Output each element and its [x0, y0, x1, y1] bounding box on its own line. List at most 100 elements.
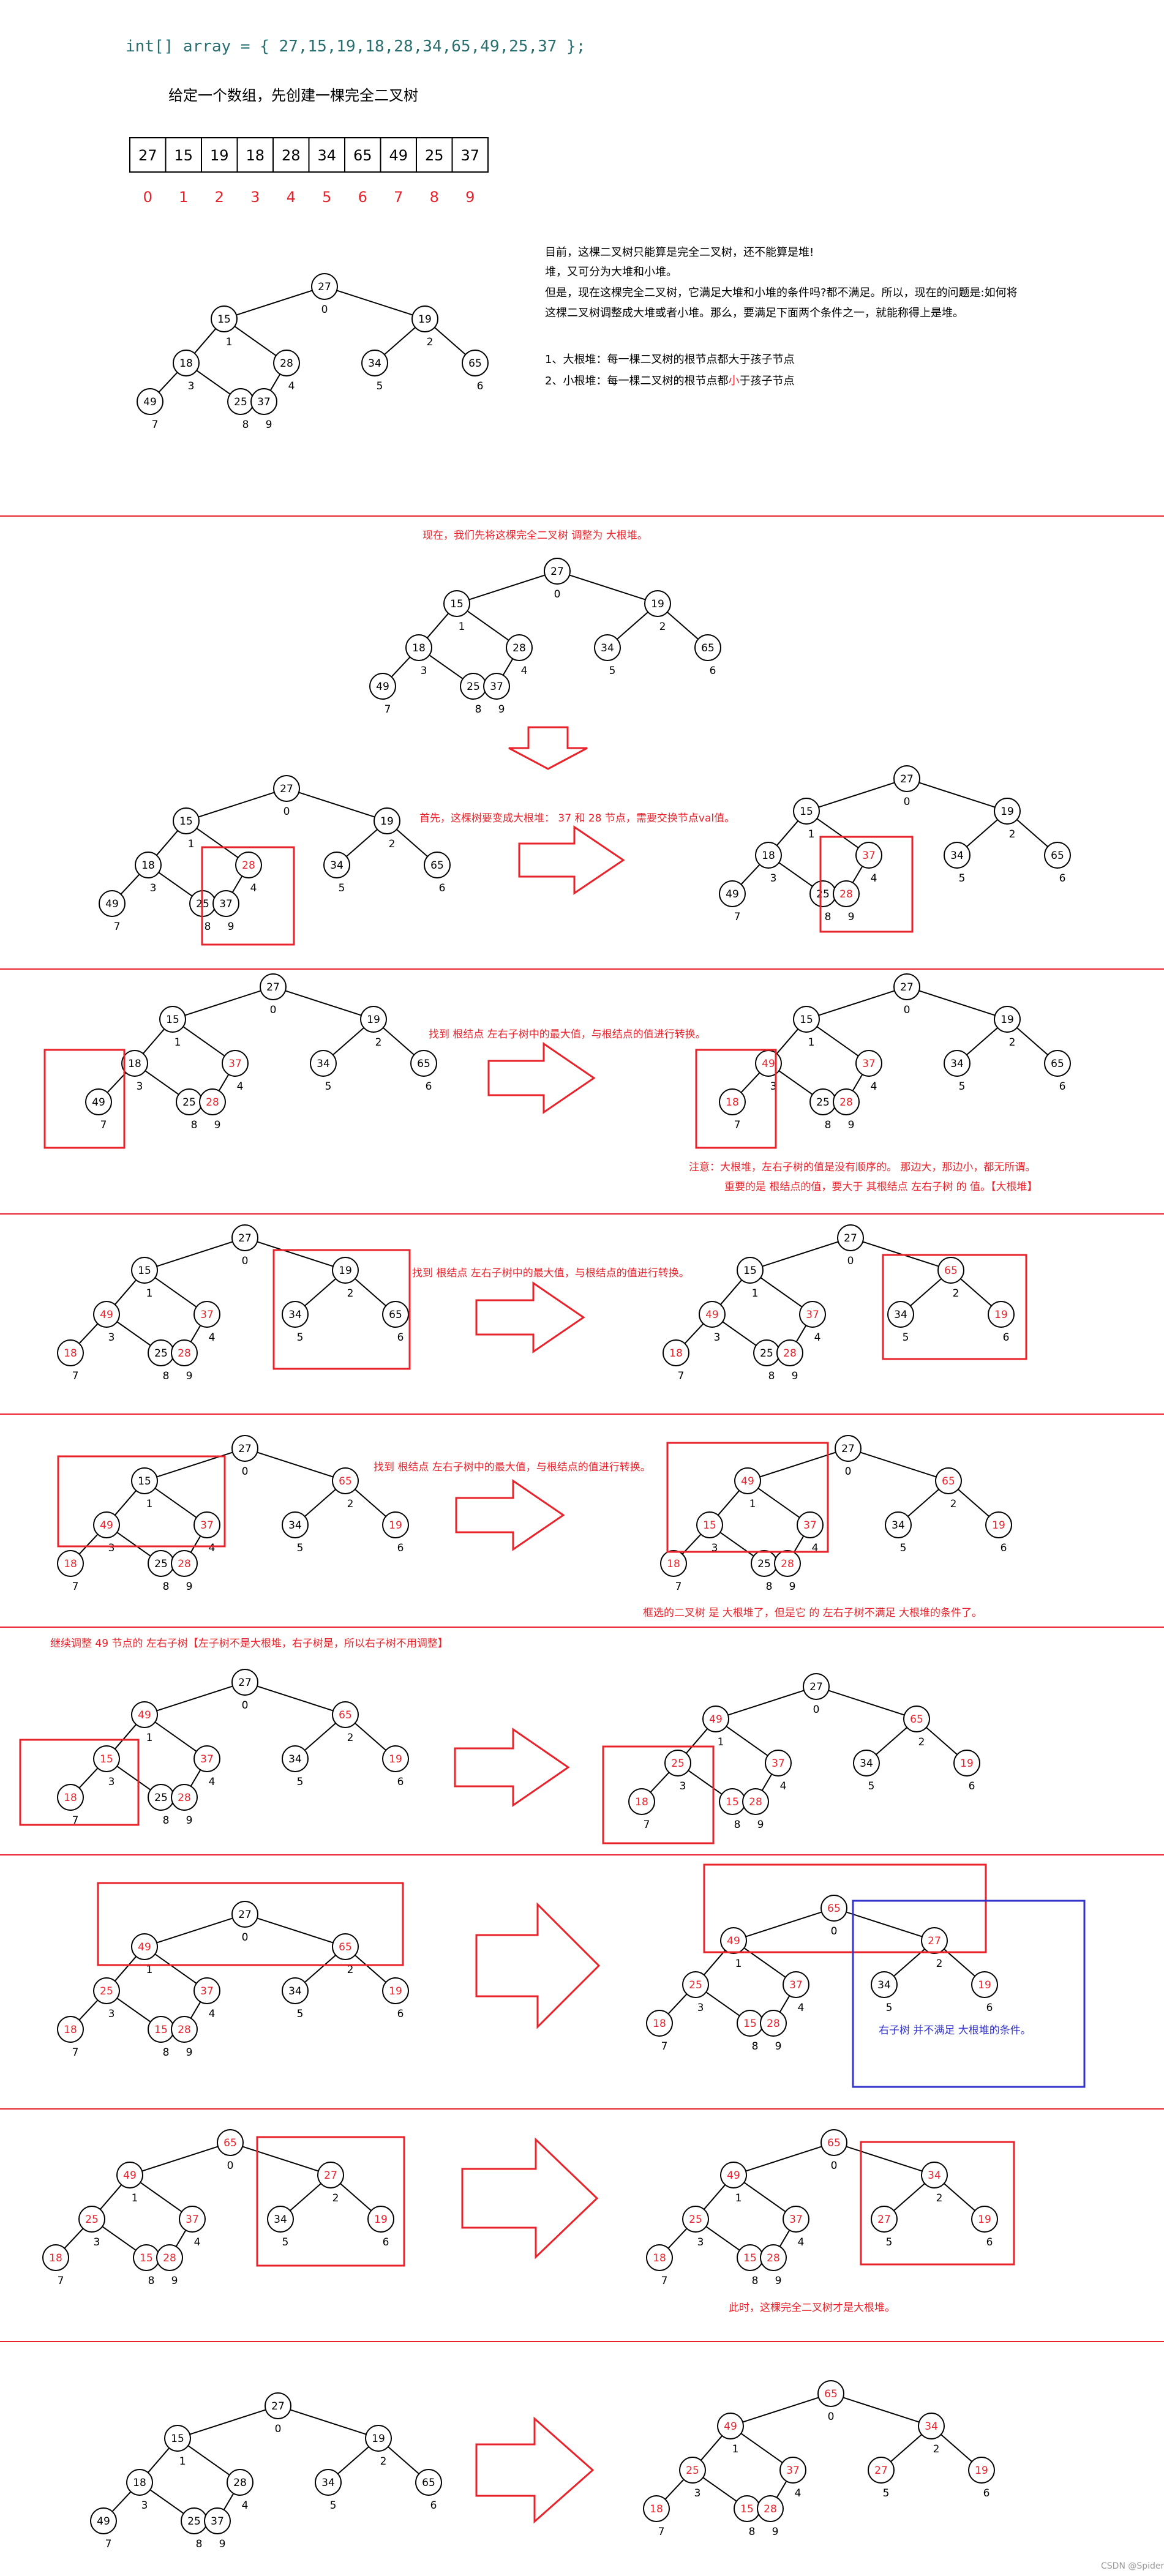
node-index: 1 [179, 2455, 186, 2468]
tree-edge [234, 326, 277, 356]
tree-edge [193, 328, 217, 354]
trees-layer: 2701511921832843456564972583792701511921… [42, 273, 1071, 2550]
tree-edge [182, 1026, 225, 1057]
tree-edge [828, 1690, 905, 1716]
node-index: 0 [845, 1466, 852, 1478]
array-cell [416, 137, 453, 173]
tree-node [382, 1301, 409, 1328]
node-index: 9 [848, 1119, 855, 1131]
tree-edge [196, 828, 239, 858]
tree-node [1044, 842, 1071, 869]
node-index: 5 [297, 1331, 304, 1344]
tree-edge [876, 1727, 907, 1755]
node-index: 2 [347, 1964, 354, 1976]
array-index: 6 [358, 189, 367, 206]
node-index: 2 [332, 2192, 339, 2204]
node-index: 5 [339, 882, 345, 894]
tree-edge [846, 2146, 923, 2172]
node-index: 5 [868, 1780, 875, 1792]
tree-node [78, 2206, 105, 2233]
tree-node [797, 1511, 824, 1538]
tree-node [193, 1745, 220, 1772]
highlight-box [19, 1739, 140, 1826]
array-cell [344, 137, 381, 173]
explanation-line-3: 但是，现在这棵完全二叉树，它满足大堆和小堆的条件吗?都不满足。所以，现在的问题是… [545, 286, 1018, 299]
node-value: 65 [389, 1309, 402, 1321]
node-value: 27 [238, 1232, 252, 1245]
tree-node [679, 2457, 706, 2484]
node-index: 5 [297, 1776, 304, 1788]
node-value: 25 [154, 1792, 168, 1804]
s6-title: 继续调整 49 节点的 左右子树【左子树不是大根堆，右子树是，所以右子树不用调整… [50, 1638, 448, 1650]
tree-edge [740, 864, 760, 885]
highlight-box [201, 846, 295, 946]
tree-node [311, 273, 338, 300]
node-index: 5 [886, 2236, 893, 2248]
tree-edge [337, 2446, 369, 2474]
node-value: 34 [288, 1309, 302, 1321]
node-value: 28 [178, 1792, 191, 1804]
node-index: 3 [770, 872, 777, 885]
node-index: 8 [163, 1814, 170, 1827]
node-value: 25 [760, 1347, 773, 1360]
node-value: 19 [978, 2214, 991, 2226]
tree-node [944, 1050, 971, 1077]
tree-edge [926, 1727, 958, 1755]
node-value: 37 [789, 2214, 803, 2226]
s3-warn-2: 重要的是 根结点的值，要大于 其根结点 左右子树 的 值。【大根堆】 [724, 1181, 1038, 1193]
tree-node [893, 973, 920, 1000]
node-index: 2 [950, 1498, 957, 1510]
node-index: 3 [108, 1542, 115, 1554]
node-value: 27 [238, 1677, 252, 1689]
node-index: 4 [209, 2008, 216, 2020]
node-value: 18 [64, 1347, 77, 1360]
node-index: 6 [1059, 1080, 1066, 1093]
node-value: 37 [803, 1519, 817, 1532]
node-value: 25 [689, 2214, 702, 2226]
right-arrow-icon [461, 2137, 599, 2260]
node-index: 0 [847, 1255, 854, 1267]
array-cell [380, 137, 417, 173]
tree-node [719, 1088, 746, 1115]
node-index: 7 [734, 1119, 741, 1131]
node-value: 19 [418, 313, 432, 326]
node-index: 0 [283, 806, 290, 818]
node-index: 0 [904, 796, 911, 808]
node-value: 27 [844, 1232, 857, 1245]
node-index: 5 [330, 2499, 337, 2512]
node-value: 27 [266, 981, 280, 994]
tree-edge [843, 2397, 920, 2423]
node-value: 28 [839, 1096, 853, 1109]
node-index: 8 [825, 1119, 832, 1131]
node-value: 28 [513, 642, 526, 654]
tree-edge [740, 1072, 760, 1093]
node-index: 9 [171, 2275, 178, 2287]
node-value: 25 [689, 1979, 702, 1991]
node-value: 49 [726, 888, 739, 900]
node-value: 37 [490, 681, 503, 693]
tree-node [544, 558, 571, 585]
node-index: 2 [380, 2455, 387, 2468]
explanation-line-1: 目前，这棵二叉树只能算是完全二叉树，还不能算是堆! [545, 246, 814, 259]
tree-node [833, 880, 860, 907]
tree-node [757, 2495, 784, 2522]
tree-edge [141, 2146, 219, 2172]
tree-node [694, 634, 721, 661]
node-value: 34 [950, 850, 964, 862]
s1-title: 现在，我们先将这棵完全二叉树 调整为 大根堆。 [422, 530, 648, 542]
tree-node [179, 2206, 206, 2233]
node-index: 7 [58, 2275, 64, 2287]
tree-node [231, 1224, 258, 1251]
node-index: 8 [825, 911, 832, 923]
node-value: 28 [781, 1558, 794, 1570]
tree-node [193, 1511, 220, 1538]
node-value: 34 [368, 358, 381, 370]
node-index: 8 [768, 1370, 775, 1382]
node-value: 28 [749, 1796, 762, 1808]
tree-edge [429, 654, 464, 680]
node-index: 4 [521, 665, 528, 677]
node-value: 19 [1001, 806, 1014, 818]
